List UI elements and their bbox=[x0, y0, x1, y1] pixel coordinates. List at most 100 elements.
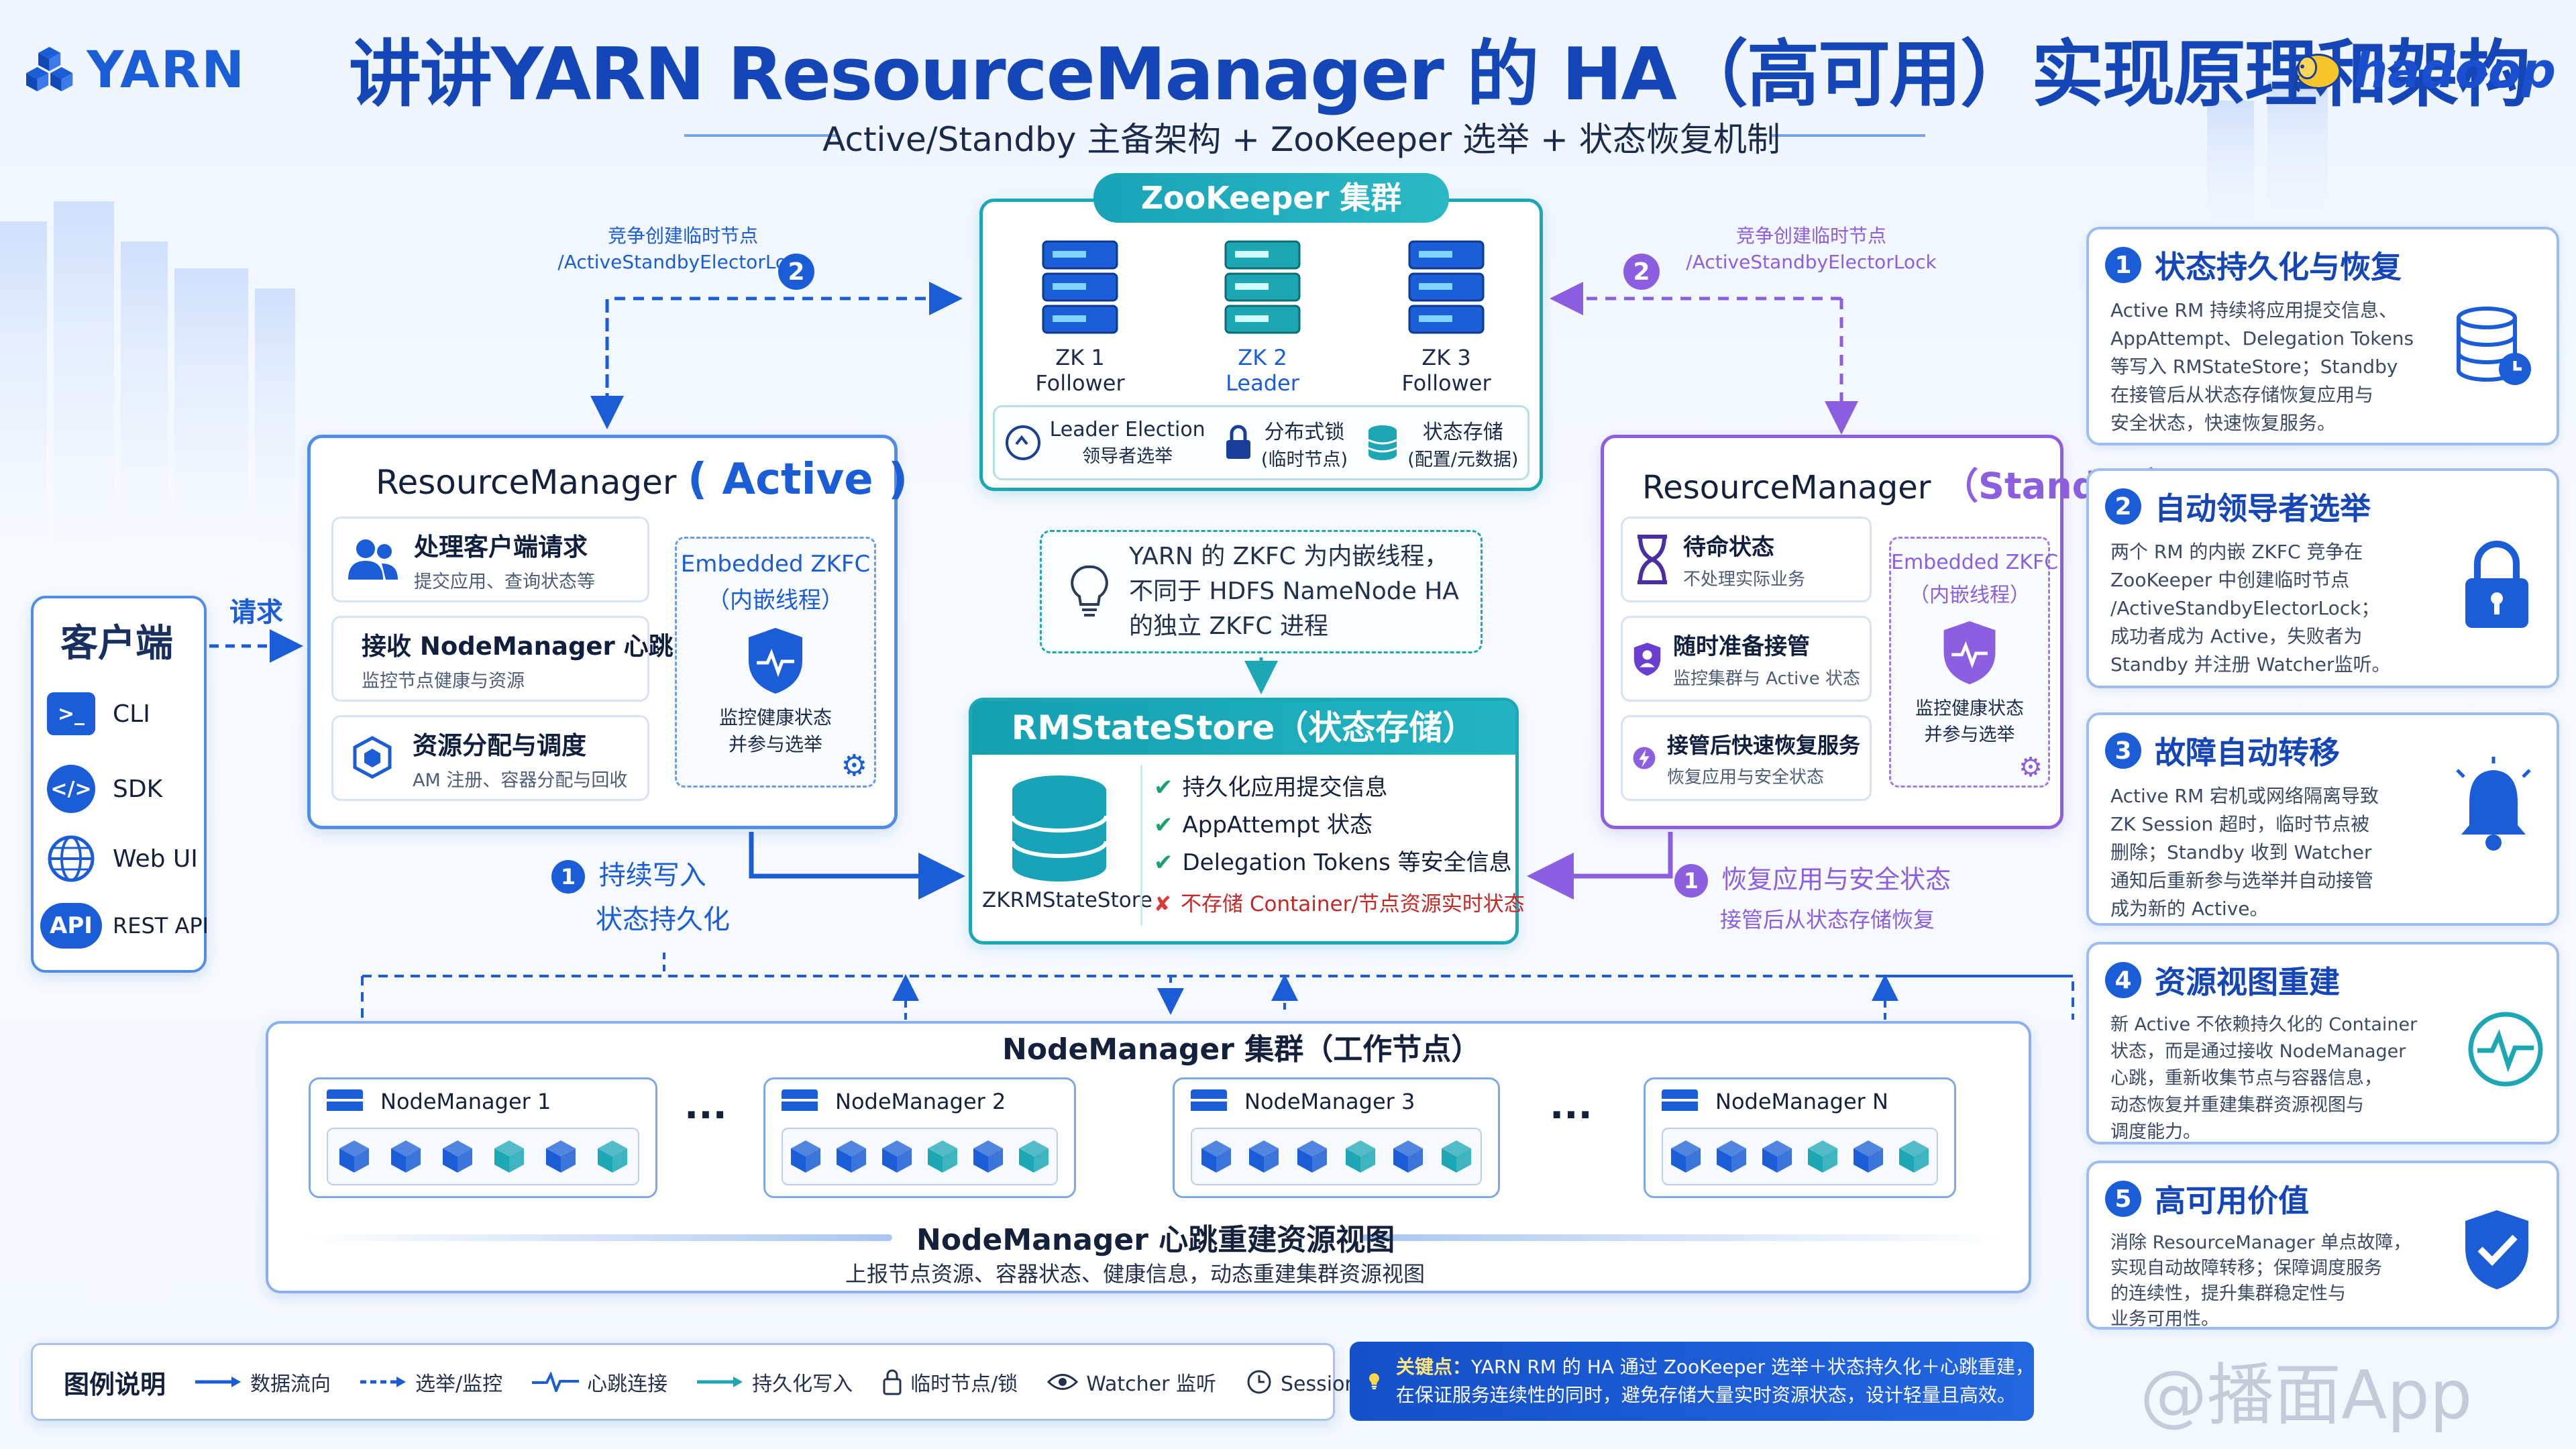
key-point-box: 关键点：YARN RM 的 HA 通过 ZooKeeper 选举＋状态持久化＋心… bbox=[1350, 1342, 2034, 1421]
hourglass-icon bbox=[1638, 535, 1667, 584]
container-row bbox=[1191, 1128, 1482, 1185]
shield-pulse-icon bbox=[749, 628, 802, 694]
yarn-logo: YARN bbox=[24, 32, 246, 106]
dashed-arrow-icon bbox=[360, 1377, 407, 1387]
lock-icon bbox=[1226, 425, 1250, 459]
container-cube-icon bbox=[882, 1140, 912, 1173]
gear-icon: ⚙ bbox=[2019, 752, 2043, 783]
legend-panel: 图例说明 数据流向 选举/监控 心跳连接 持久化写入 临时节点/锁 Watche… bbox=[31, 1343, 1404, 1421]
lightbulb-icon bbox=[1071, 565, 1108, 616]
lightbulb-icon bbox=[1368, 1373, 1379, 1389]
nodemanager-footer-sub: 上报节点资源、容器状态、健康信息，动态重建集群资源视图 bbox=[845, 1261, 1426, 1287]
election-label-right: 竞争创建临时节点 /ActiveStandbyElectorLock bbox=[1686, 225, 1937, 273]
container-cube-icon bbox=[1671, 1140, 1701, 1173]
zkrmstatestore-label: ZKRMStateStore bbox=[982, 888, 1152, 912]
cross-item: ✘不存储 Container/节点资源实时状态 bbox=[1154, 892, 1525, 916]
code-icon: </> bbox=[47, 765, 95, 813]
client-item-label: REST API bbox=[113, 913, 209, 938]
container-cube-icon bbox=[1201, 1140, 1231, 1173]
database-icon bbox=[1010, 775, 1108, 881]
rmstatestore-divider bbox=[1140, 765, 1142, 926]
server-small-icon bbox=[782, 1089, 818, 1114]
lightning-icon bbox=[1633, 747, 1656, 769]
container-cube-icon bbox=[973, 1140, 1003, 1173]
rm-active-card-heartbeat: 接收 NodeManager 心跳监控节点健康与资源 bbox=[331, 616, 674, 702]
container-cube-icon bbox=[339, 1140, 369, 1173]
container-cube-icon bbox=[1717, 1140, 1746, 1173]
container-cube-icon bbox=[1762, 1140, 1792, 1173]
page-title: 讲讲YARN ResourceManager 的 HA（高可用）实现原理和架构 bbox=[349, 33, 2530, 117]
nodemanager-footer-title: NodeManager 心跳重建资源视图 bbox=[916, 1223, 1395, 1257]
persist-label: 1 持续写入 状态持久化 bbox=[551, 853, 730, 936]
rmstatestore-title: RMStateStore（状态存储） bbox=[972, 701, 1515, 755]
nodemanager-node-2: NodeManager 2 bbox=[763, 1077, 1076, 1198]
legend-item-election: 选举/监控 bbox=[360, 1367, 502, 1397]
checklist-item: ✔AppAttempt 状态 bbox=[1154, 812, 1373, 839]
nodemanager-node-3: NodeManager 3 bbox=[1173, 1077, 1500, 1198]
container-cube-icon bbox=[928, 1140, 957, 1173]
nodemanager-ellipsis-right: ··· bbox=[1550, 1093, 1593, 1137]
rm-standby-zkfc: Embedded ZKFC （内嵌线程） 监控健康状态 并参与选举 ⚙ bbox=[1889, 537, 2058, 788]
client-item-label: CLI bbox=[113, 700, 150, 728]
nodemanager-node-1: NodeManager 1 bbox=[309, 1077, 657, 1198]
footer-bar-right bbox=[1362, 1234, 2006, 1241]
election-icon bbox=[1005, 425, 1040, 460]
zk-node-name: ZK 1 bbox=[1055, 345, 1105, 370]
nodemanager-title: NodeManager 集群（工作节点） bbox=[1002, 1032, 1481, 1067]
container-cube-icon bbox=[442, 1140, 472, 1173]
container-row bbox=[327, 1128, 639, 1185]
subtitle-line-left bbox=[684, 134, 839, 137]
container-cube-icon bbox=[545, 1140, 576, 1173]
client-item-restapi[interactable]: API REST API bbox=[40, 903, 209, 949]
check-icon: ✔ bbox=[1154, 774, 1173, 801]
rm-standby-card-takeover: 接管后快速恢复服务恢复应用与安全状态 bbox=[1621, 715, 1872, 801]
container-row bbox=[782, 1128, 1058, 1185]
nodemanager-ellipsis-left: ··· bbox=[684, 1093, 727, 1137]
legend-item-persist: 持久化写入 bbox=[697, 1367, 853, 1397]
step-badge-2-left: 2 bbox=[778, 254, 814, 290]
legend-item-heartbeat: 心跳连接 bbox=[532, 1367, 667, 1397]
clock-icon bbox=[1247, 1370, 1271, 1394]
client-item-webui[interactable]: Web UI bbox=[47, 835, 198, 883]
zk-node-role: Leader bbox=[1226, 370, 1299, 396]
eye-icon bbox=[1047, 1374, 1079, 1390]
client-item-sdk[interactable]: </> SDK bbox=[47, 765, 162, 813]
legend-item-watcher: Watcher 监听 bbox=[1047, 1367, 1216, 1397]
election-label-left: 竞争创建临时节点 /ActiveStandbyElectorLock bbox=[557, 225, 808, 273]
api-icon: API bbox=[40, 903, 102, 949]
server-small-icon bbox=[327, 1089, 363, 1114]
container-cube-icon bbox=[597, 1140, 627, 1173]
zk-node-role: Follower bbox=[1035, 370, 1125, 396]
container-cube-icon bbox=[1297, 1140, 1328, 1173]
rm-active-title: ResourceManager ( Active ) bbox=[376, 455, 908, 504]
shield-user-icon bbox=[1633, 643, 1661, 676]
zkrmstatestore-db: ZKRMStateStore bbox=[982, 771, 1152, 912]
teal-arrow-icon bbox=[697, 1377, 743, 1387]
container-cube-icon bbox=[1393, 1140, 1424, 1173]
client-item-cli[interactable]: >_ CLI bbox=[47, 692, 150, 735]
checklist-item: ✔持久化应用提交信息 bbox=[1154, 774, 1388, 801]
footer-bar-left bbox=[302, 1234, 892, 1241]
container-cube-icon bbox=[494, 1140, 524, 1173]
client-item-label: Web UI bbox=[113, 845, 198, 873]
users-icon bbox=[348, 539, 398, 580]
pulse-icon bbox=[532, 1372, 580, 1392]
bell-icon bbox=[2456, 757, 2531, 851]
legend-item-dataflow: 数据流向 bbox=[195, 1367, 331, 1397]
zk-node-3: ZK 3 Follower bbox=[1399, 235, 1493, 396]
server-small-icon bbox=[1662, 1089, 1698, 1114]
check-icon: ✔ bbox=[1154, 812, 1173, 839]
lock-icon bbox=[883, 1369, 902, 1395]
padlock-icon bbox=[2465, 541, 2528, 628]
zk-node-1: ZK 1 Follower bbox=[1033, 235, 1127, 396]
storage-icon bbox=[1368, 425, 1397, 460]
zkfc-note: YARN 的 ZKFC 为内嵌线程， 不同于 HDFS NameNode HA … bbox=[1040, 530, 1483, 653]
elephant-icon bbox=[2294, 54, 2341, 93]
subtitle-line-right bbox=[1771, 134, 1925, 137]
server-icon bbox=[1408, 240, 1485, 334]
